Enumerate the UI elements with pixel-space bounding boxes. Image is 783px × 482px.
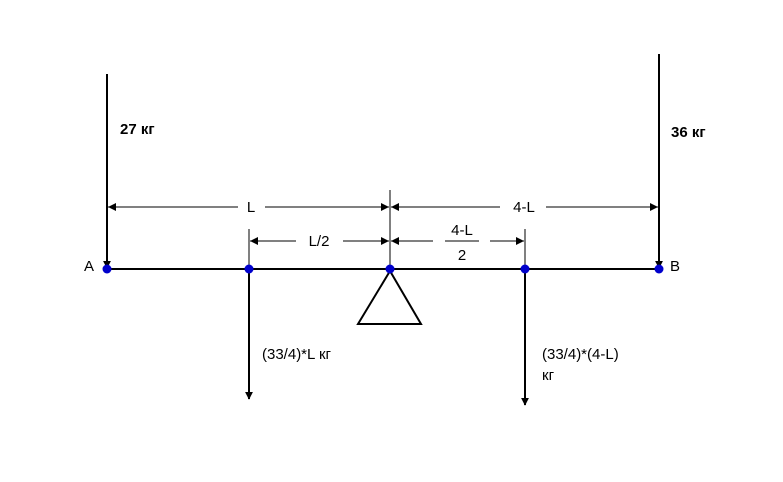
node-left-weight xyxy=(244,264,254,274)
dim-left-half-label: L/2 xyxy=(309,233,330,250)
force-label-b: 36 кг xyxy=(671,124,706,141)
node-fulcrum xyxy=(385,264,395,274)
dim-left-span-label: L xyxy=(247,199,255,216)
point-label-b: B xyxy=(670,258,680,275)
force-label-a: 27 кг xyxy=(120,121,155,138)
fulcrum-support xyxy=(356,269,423,325)
dim-right-half-numerator: 4-L xyxy=(451,222,473,239)
weight-label-left: (33/4)*L кг xyxy=(262,346,332,363)
node-b xyxy=(654,264,664,274)
node-a xyxy=(102,264,112,274)
point-label-a: A xyxy=(84,258,94,275)
dim-right-half-denominator: 2 xyxy=(458,247,466,264)
weight-label-right-line2: кг xyxy=(542,367,555,384)
dim-right-span-label: 4-L xyxy=(513,199,535,216)
weight-label-right-line1: (33/4)*(4-L) xyxy=(542,346,619,363)
node-right-weight xyxy=(520,264,530,274)
